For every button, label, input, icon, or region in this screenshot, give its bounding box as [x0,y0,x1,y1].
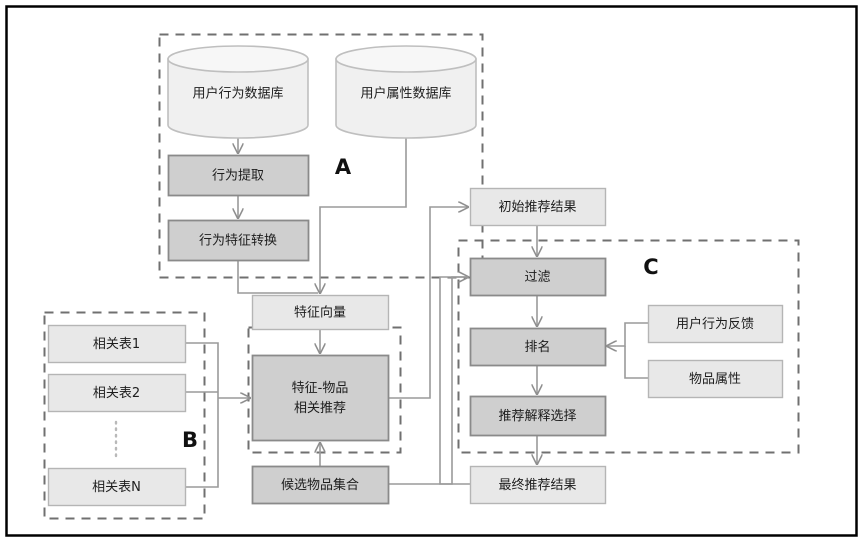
db-label: 用户属性数据库 [360,86,451,102]
node-initial-rec-result: 初始推荐结果 [469,187,607,227]
node-label: 物品属性 [689,372,741,387]
node-box [167,154,310,197]
edge-transform-to-featurevector [237,260,318,294]
edge-final-feedback-loop [439,276,470,485]
node-box [47,373,187,413]
db-cylinder-user-behavior-db: 用户行为数据库 [167,45,309,139]
cylinder-top [167,45,309,73]
node-behavior-extraction: 行为提取 [167,154,310,197]
cylinder-body [167,58,309,139]
node-filter: 过滤 [469,257,607,297]
node-label: 过滤 [524,270,550,285]
node-label: 相关推荐 [294,401,346,416]
node-label: 行为特征转换 [199,234,277,249]
node-box [647,359,784,399]
node-label: 最终推荐结果 [498,477,576,493]
node-label: 候选物品集合 [281,477,359,493]
cylinder-body [335,58,477,139]
connectors-layer [185,138,648,488]
node-candidate-item-set: 候选物品集合 [251,465,390,505]
node-rec-explanation-select: 推荐解释选择 [469,395,607,437]
edge-itemattr-to-ranking [624,346,648,379]
group-label-c: C [643,255,658,279]
node-box [251,354,390,442]
group-box-b [43,311,206,520]
outer-frame [5,5,858,537]
node-user-behavior-feedback: 用户行为反馈 [647,304,784,344]
group-labels-layer: A B C [182,155,659,452]
node-box [251,465,390,505]
node-label: 推荐解释选择 [498,409,576,424]
node-box [167,219,310,262]
node-label: 行为提取 [212,168,264,184]
node-ranking: 排名 [469,327,607,367]
edge-tables-bus-n [185,398,219,488]
node-feature-vector: 特征向量 [251,294,390,331]
node-label: 相关表1 [93,337,140,352]
node-behavior-feature-transform: 行为特征转换 [167,219,310,262]
node-final-rec-result: 最终推荐结果 [469,465,607,505]
node-box [47,324,187,364]
node-label: 特征-物品 [292,381,349,396]
cylinder-top [335,45,477,73]
edge-recommender-to-initial [388,207,468,399]
node-box [469,187,607,227]
node-box [469,395,607,437]
node-box [251,294,390,331]
node-item-attribute: 物品属性 [647,359,784,399]
edge-tables-bus-1 [185,342,219,398]
node-relation-table-n: 相关表N [47,467,187,507]
node-label: 排名 [524,339,550,355]
node-box [47,467,187,507]
node-label: 相关表N [92,480,141,495]
group-label-a: A [335,155,352,179]
node-box [469,327,607,367]
node-label: 初始推荐结果 [498,200,576,215]
node-label: 相关表2 [93,386,140,401]
node-box [469,465,607,505]
db-cylinder-user-attribute-db: 用户属性数据库 [335,45,477,139]
node-relation-table-1: 相关表1 [47,324,187,364]
node-box [469,257,607,297]
edge-feedback-to-ranking [607,322,648,346]
database-cylinders-layer: 用户行为数据库 用户属性数据库 [167,45,477,139]
edge-attributedb-to-featurevector [320,138,407,293]
group-box-c [457,239,800,454]
node-relation-table-2: 相关表2 [47,373,187,413]
node-label: 特征向量 [294,305,346,321]
group-label-b: B [182,428,198,452]
node-label: 用户行为反馈 [676,316,754,332]
group-box-a [158,33,484,279]
node-box [647,304,784,344]
db-label: 用户行为数据库 [192,86,283,102]
